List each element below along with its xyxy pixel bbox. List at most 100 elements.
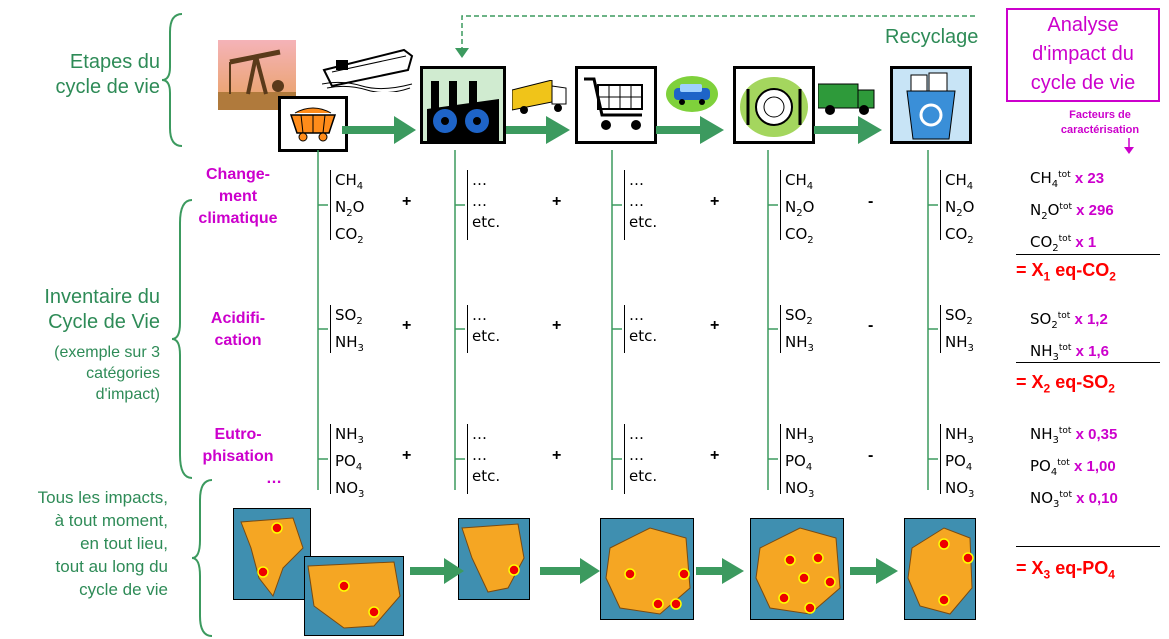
species-nh3: NH3 [945,333,974,354]
species-placeholder: … [629,192,644,210]
brace-impacts [191,479,213,637]
truck-icon [512,80,568,116]
species-placeholder: … [472,306,487,324]
char-factors-arrow [1124,138,1134,154]
species-n2o: N2O [945,198,975,219]
operator: - [868,447,874,464]
species-bracket: … … etc. [624,424,657,494]
species-so2: SO2 [335,306,363,327]
species-bracket: …etc. [467,305,500,353]
factor-value: x 0,35 [1071,426,1118,443]
lca-box-label: Analyse d'impact du cycle de vie [1030,14,1136,94]
species-bracket: ……etc. [467,424,500,494]
shopping-cart-icon [575,66,657,144]
europe-map-1 [600,518,694,620]
species-ch4: CH4 [945,171,974,192]
europe-map-3 [904,518,976,620]
sum-line [1016,362,1160,363]
species-placeholder: … [629,425,644,443]
sum-line [1016,254,1160,255]
africa-map [233,508,311,600]
factor-value: x 0,10 [1071,490,1118,507]
species-n2o: N2O [335,198,365,219]
species-co2: CO2 [945,225,974,246]
sum-line [1016,546,1160,547]
inventory-note: (exemple sur 3 catégories d'impact) [54,344,160,403]
operator: + [402,193,412,210]
category-more-label: … [266,470,282,487]
species-no3: NO3 [335,479,365,500]
species-placeholder: … [629,306,644,324]
car-icon [666,76,718,112]
operator: + [710,317,720,334]
factor-row: N2Otot x 296 [1030,201,1114,222]
species-nh3: NH3 [785,333,814,354]
recycle-bin-icon [890,66,972,144]
species-co2: CO2 [335,225,364,246]
operator: + [552,317,562,334]
operator: + [402,317,412,334]
recycling-label: Recyclage [885,26,979,48]
species-bracket: …etc. [624,305,657,353]
factor-row: CO2tot x 1 [1030,233,1097,254]
lca-box: Analyse d'impact du cycle de vie [1006,8,1160,102]
species-nh3: NH3 [335,333,364,354]
factor-value: x 23 [1070,170,1105,187]
species-co2: CO2 [785,225,814,246]
species-no3: NO3 [785,479,815,500]
operator: + [710,447,720,464]
factory-icon [420,66,506,144]
factor-row: NH3tot x 0,35 [1030,425,1118,446]
north-america-map [458,518,530,600]
factor-value: x 1 [1071,234,1097,251]
recycling-arrow [455,15,975,58]
species-placeholder: … [472,446,487,464]
species-bracket: ……etc. [467,170,500,240]
tanker-ship-icon [322,40,414,92]
brace-stages [161,13,183,147]
factor-value: x 1,6 [1071,343,1109,360]
garbage-truck-icon [818,80,876,118]
asia-map [304,556,404,636]
category-eutrophication-label: Eutro- phisation [202,426,274,465]
species-po4: PO4 [335,452,363,473]
plate-icon [733,66,815,144]
factor-value: x 296 [1072,202,1114,219]
lifecycle-stages-label: Etapes du cycle de vie [55,51,161,98]
inventory-label: Inventaire du Cycle de Vie [44,286,160,333]
factor-row: CH4tot x 23 [1030,169,1105,190]
mine-cart-icon [278,96,348,152]
category-acidification-label: Acidifi- cation [210,310,266,349]
operator: + [552,447,562,464]
species-placeholder: … [472,192,487,210]
operator: + [710,193,720,210]
species-placeholder: … [629,171,644,189]
oil-pump-icon [218,40,296,110]
factor-row: SO2tot x 1,2 [1030,310,1108,331]
species-so2: SO2 [945,306,973,327]
factor-value: x 1,2 [1070,311,1108,328]
species-nh3: NH3 [785,425,814,446]
species-bracket: ……etc. [624,170,657,240]
factor-row: NO3tot x 0,10 [1030,489,1118,510]
species-placeholder: … [629,446,644,464]
operator: - [868,317,874,334]
char-factors-label: Facteurs de caractérisation [1060,109,1140,136]
species-po4: PO4 [785,452,813,473]
species-placeholder: etc. [629,467,658,485]
flow-arrows-bottom [404,556,914,586]
species-placeholder: etc. [472,467,501,485]
operator: + [402,447,412,464]
species-nh3: NH3 [945,425,974,446]
category-climate-label: Change- ment climatique [198,166,278,227]
